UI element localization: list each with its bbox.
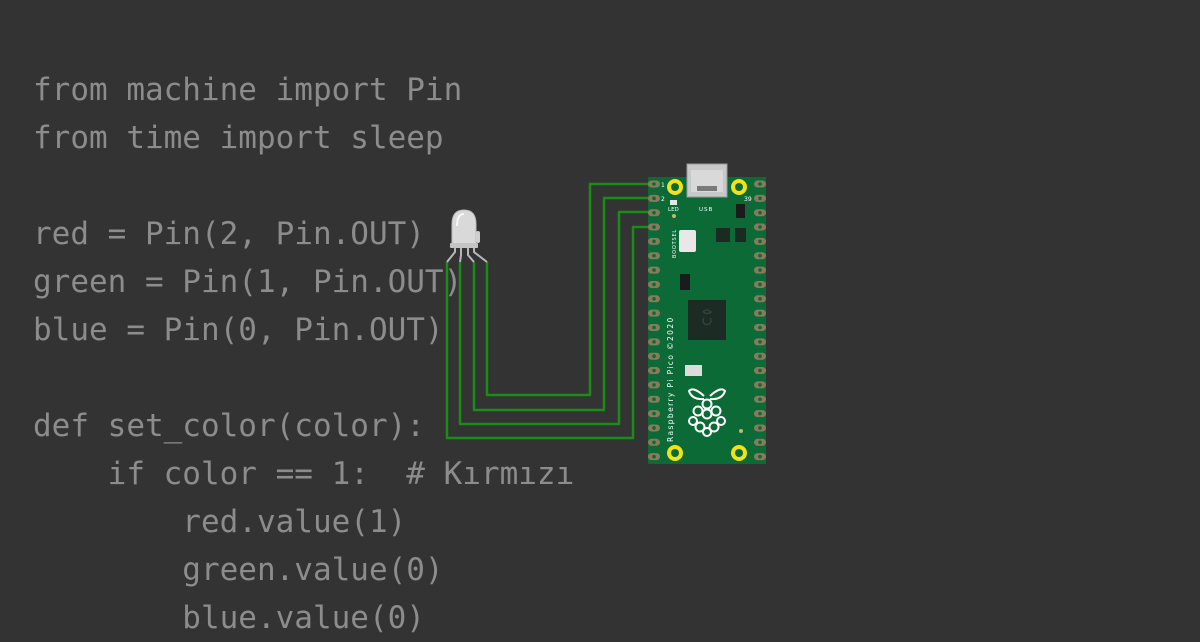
header-pin-hole [758, 297, 762, 301]
bootsel-button [679, 230, 696, 252]
code-line: red.value(1) [33, 504, 407, 540]
header-pin-hole [758, 383, 762, 387]
header-pins-left [648, 180, 660, 461]
header-pin-hole [652, 397, 656, 402]
pico-board: 1 2 39 LED USB BOOTSEL Raspberry Pi Pico… [648, 163, 766, 464]
header-pin-hole [758, 426, 762, 430]
header-pin-hole [758, 282, 762, 287]
code-line: def set_color(color): [33, 408, 425, 444]
bootsel-label: BOOTSEL [672, 229, 678, 258]
wire-led-blue-gp0 [445, 225, 648, 440]
header-pin-hole [652, 325, 656, 330]
wire-led-common-gnd [472, 196, 648, 412]
pin-label-2: 2 [661, 196, 665, 203]
header-pin-hole [652, 383, 656, 387]
header-pin-hole [652, 340, 656, 344]
header-pin-hole [652, 454, 656, 459]
code-line: green = Pin(1, Pin.OUT) [33, 264, 463, 300]
header-pin-hole [758, 340, 762, 344]
board-name-label: Raspberry Pi Pico ©2020 [666, 316, 675, 442]
header-pins-right [754, 180, 766, 461]
header-pin-hole [652, 268, 656, 272]
header-pin-hole [758, 196, 762, 201]
rp2040-chip [688, 300, 726, 340]
pin-label-1: 1 [661, 182, 665, 189]
code-line: from machine import Pin [33, 72, 463, 108]
raspberry-pi-logo-icon [687, 388, 727, 437]
header-pin-hole [758, 311, 762, 315]
header-pin-hole [652, 368, 656, 373]
header-pin-hole [758, 440, 762, 445]
header-pin-hole [652, 282, 656, 287]
header-pin-hole [758, 225, 762, 229]
header-pin-hole [652, 440, 656, 445]
header-pin-hole [652, 426, 656, 430]
header-pin-hole [758, 454, 762, 459]
header-pin-hole [758, 253, 762, 258]
header-pin-hole [758, 210, 762, 215]
header-pin-hole [652, 196, 656, 201]
header-pin-hole [652, 182, 656, 186]
wire-led-red-gp2 [485, 182, 648, 397]
pin-label-39: 39 [744, 196, 752, 203]
header-pin-hole [652, 253, 656, 258]
wires [445, 182, 648, 440]
usb-port [686, 163, 728, 198]
header-pin-hole [652, 311, 656, 315]
rgb-led-icon [446, 209, 488, 263]
code-line: from time import sleep [33, 120, 444, 156]
code-line: green.value(0) [33, 552, 444, 588]
wire-led-green-gp1 [458, 210, 648, 426]
header-pin-hole [758, 411, 762, 416]
onboard-led [670, 200, 677, 205]
header-pin-hole [758, 397, 762, 402]
header-pin-hole [758, 368, 762, 373]
header-pin-hole [652, 297, 656, 301]
header-pin-hole [758, 268, 762, 272]
usb-label: USB [699, 207, 713, 213]
code-line: blue = Pin(0, Pin.OUT) [33, 312, 444, 348]
header-pin-hole [652, 210, 656, 215]
header-pin-hole [652, 411, 656, 416]
mounting-holes [667, 179, 747, 461]
header-pin-hole [758, 354, 762, 359]
code-line: if color == 1: # Kırmızı [33, 456, 575, 492]
header-pin-hole [758, 182, 762, 186]
header-pin-hole [652, 239, 656, 244]
led-label: LED [668, 207, 679, 213]
code-line: red = Pin(2, Pin.OUT) [33, 216, 425, 252]
header-pin-hole [758, 239, 762, 244]
header-pin-hole [758, 325, 762, 330]
header-pin-hole [652, 354, 656, 359]
header-pin-hole [652, 225, 656, 229]
